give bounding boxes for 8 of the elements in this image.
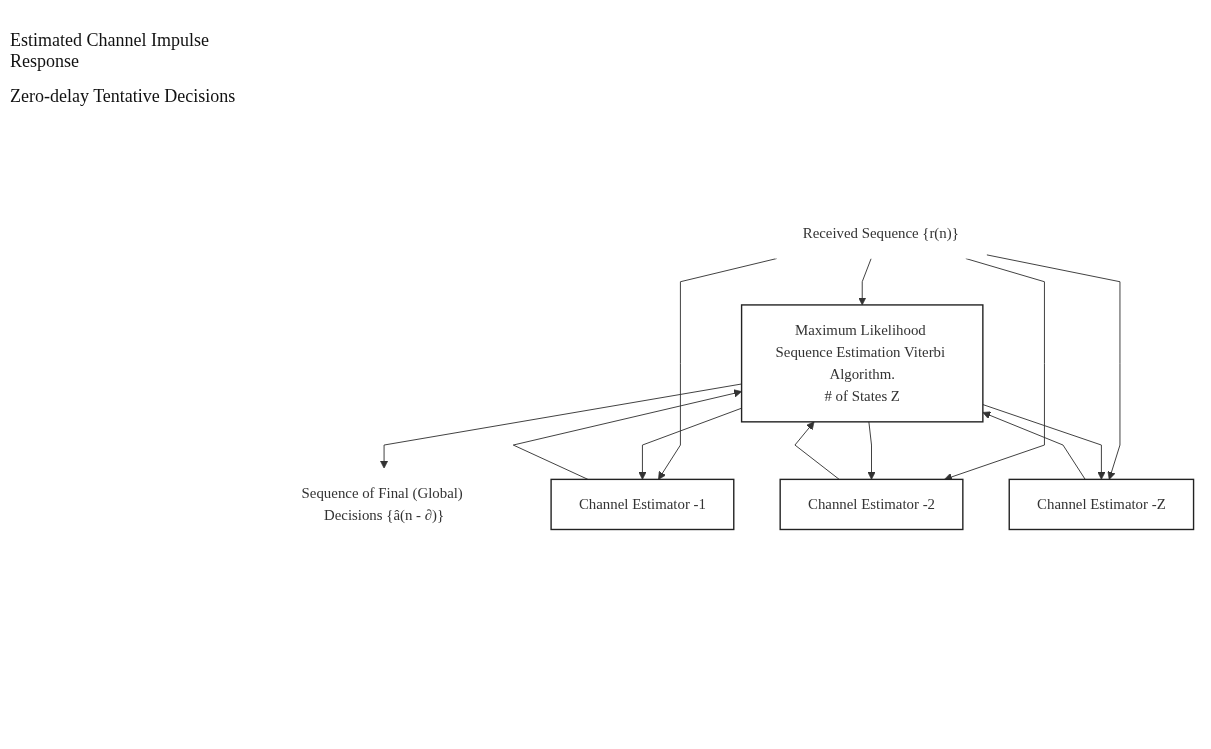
- node-box: Maximum Likelihood Sequence Estimation Viterbi Algorithm. # of States Z: [740, 304, 984, 423]
- node-box: Channel Estimator -1: [550, 478, 735, 531]
- signal-label: Estimated Channel Impulse Response: [10, 30, 210, 72]
- node-box: Channel Estimator -Z: [1008, 478, 1195, 531]
- node-text: Received Sequence {r(n)}: [802, 225, 959, 241]
- node-box: Channel Estimator -2: [779, 478, 964, 531]
- node-text: Sequence of Final (Global) Decisions {â(n - ∂)}: [301, 484, 463, 523]
- signal-label: Zero-delay Tentative Decisions: [10, 86, 237, 107]
